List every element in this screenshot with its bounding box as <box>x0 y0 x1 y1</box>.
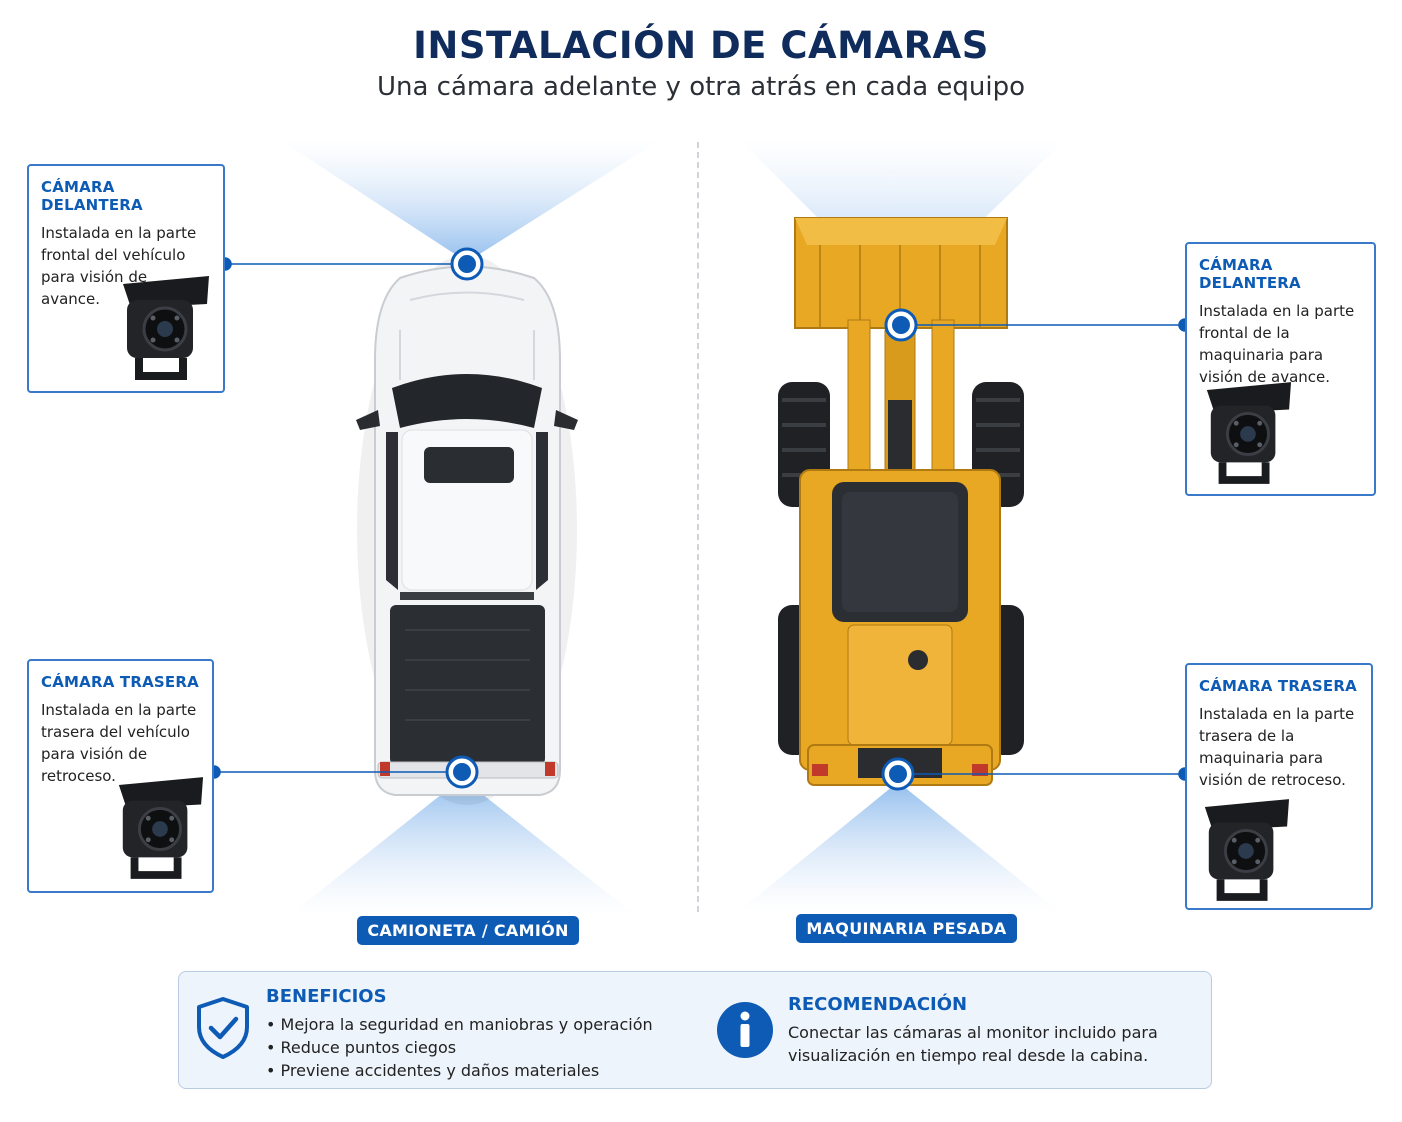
list-item: Reduce puntos ciegos <box>266 1036 653 1059</box>
pickup-truck <box>356 255 578 805</box>
card-rear-camera-truck: CÁMARA TRASERA Instalada en la parte tra… <box>27 659 214 893</box>
page-subtitle: Una cámara adelante y otra atrás en cada… <box>376 72 1026 102</box>
label-heavy-machinery: MAQUINARIA PESADA <box>796 914 1017 943</box>
info-icon <box>717 1002 773 1058</box>
camera-icon <box>118 777 204 879</box>
recommendation-title: RECOMENDACIÓN <box>788 994 968 1015</box>
section-divider <box>697 142 699 912</box>
recommendation-text: Conectar las cámaras al monitor incluido… <box>788 1023 1158 1065</box>
card-title: CÁMARA TRASERA <box>1199 677 1357 695</box>
list-item: Mejora la seguridad en maniobras y opera… <box>266 1013 653 1036</box>
camera-marker-icon <box>445 247 918 791</box>
label-truck: CAMIONETA / CAMIÓN <box>357 916 579 945</box>
benefits-title: BENEFICIOS <box>266 986 387 1007</box>
rear-beam-truck <box>290 778 635 915</box>
card-text: Instalada en la parte frontal de la maqu… <box>1199 302 1355 386</box>
info-panel: BENEFICIOS Mejora la seguridad en maniob… <box>178 971 1212 1089</box>
card-text: Instalada en la parte frontal del vehícu… <box>41 224 197 308</box>
wheel-loader <box>778 217 1024 786</box>
recommendation-section: RECOMENDACIÓN Conectar las cámaras al mo… <box>788 994 1158 1067</box>
card-text: Instalada en la parte trasera del vehícu… <box>41 701 197 785</box>
card-text: Instalada en la parte trasera de la maqu… <box>1199 705 1355 789</box>
vehicles-illustration <box>207 140 1192 915</box>
card-front-camera-loader: CÁMARA DELANTERA Instalada en la parte f… <box>1185 242 1376 496</box>
benefits-list: Mejora la seguridad en maniobras y opera… <box>266 1013 653 1082</box>
list-item: Previene accidentes y daños materiales <box>266 1059 653 1082</box>
camera-icon <box>1206 382 1292 484</box>
card-front-camera-truck: CÁMARA DELANTERA Instalada en la parte f… <box>27 164 225 393</box>
shield-check-icon <box>197 997 249 1059</box>
rear-beam-loader <box>738 782 1060 912</box>
front-beam-truck <box>280 140 660 262</box>
card-title: CÁMARA DELANTERA <box>1199 256 1301 292</box>
camera-icon <box>1204 799 1290 901</box>
card-rear-camera-loader: CÁMARA TRASERA Instalada en la parte tra… <box>1185 663 1373 910</box>
card-title: CÁMARA TRASERA <box>41 673 199 691</box>
camera-icon <box>123 276 209 380</box>
benefits-section: BENEFICIOS Mejora la seguridad en maniob… <box>266 986 653 1082</box>
page-title: INSTALACIÓN DE CÁMARAS <box>413 24 989 67</box>
card-title: CÁMARA DELANTERA <box>41 178 143 214</box>
